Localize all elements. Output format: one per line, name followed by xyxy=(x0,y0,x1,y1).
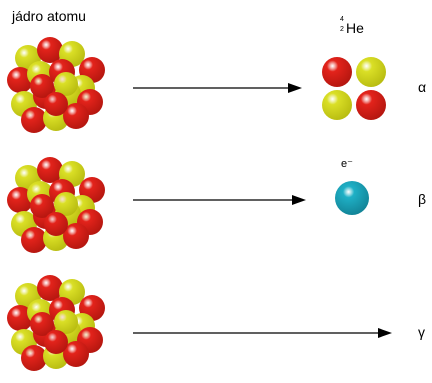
gamma-label: γ xyxy=(418,324,425,340)
helium-mass-number: 4 xyxy=(340,16,344,23)
arrow-beta xyxy=(133,195,306,205)
beta-particle xyxy=(335,181,369,215)
electron-label: e⁻ xyxy=(341,158,353,170)
nucleus-title: jádro atomu xyxy=(12,8,86,24)
alpha-particle xyxy=(322,57,386,120)
nucleus-3 xyxy=(7,275,105,371)
helium-atomic-number: 2 xyxy=(340,26,344,33)
alpha-label: α xyxy=(418,79,427,95)
nucleus-1 xyxy=(7,37,105,133)
arrow-alpha xyxy=(133,83,302,93)
nucleus-2 xyxy=(7,157,105,253)
beta-label: β xyxy=(418,191,427,207)
helium-symbol: He xyxy=(346,20,364,36)
arrow-gamma xyxy=(133,328,392,338)
